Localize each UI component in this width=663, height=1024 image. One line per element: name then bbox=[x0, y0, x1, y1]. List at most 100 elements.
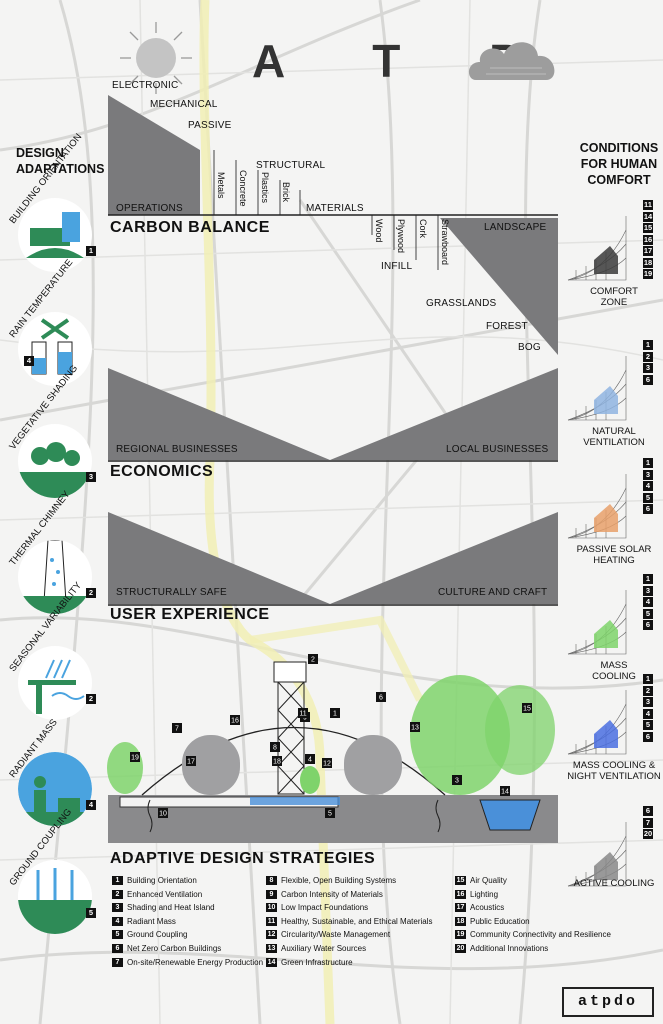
svg-text:8: 8 bbox=[273, 745, 277, 752]
comfort-badge: 16 bbox=[643, 234, 653, 245]
label-structural: STRUCTURAL bbox=[256, 160, 326, 171]
structural-wedge bbox=[108, 512, 330, 604]
section-badge: 19 bbox=[130, 752, 140, 762]
comfort-badge: 11 bbox=[643, 200, 653, 210]
label-regional: REGIONAL BUSINESSES bbox=[116, 444, 238, 455]
svg-text:3: 3 bbox=[455, 778, 459, 785]
strategy-number: 19 bbox=[455, 930, 466, 940]
comfort-caption-line1: NATURAL bbox=[592, 426, 636, 437]
label-brick: Brick bbox=[281, 182, 291, 202]
strategy-number: 1 bbox=[112, 876, 123, 885]
svg-text:13: 13 bbox=[411, 725, 419, 732]
section-badge: 4 bbox=[305, 754, 315, 764]
comfort-badge: 5 bbox=[643, 492, 653, 503]
comfort-badge: 4 bbox=[643, 481, 653, 491]
strategy-list-col2: 8 Flexible, Open Building Systems 9 Carbon … bbox=[266, 876, 433, 971]
comfort-badge: 6 bbox=[643, 620, 653, 630]
strategy-item: 9 Carbon Intensity of Materials bbox=[266, 889, 433, 904]
strategy-number: 4 bbox=[112, 916, 123, 926]
strategy-number: 13 bbox=[266, 943, 277, 953]
carbon-balance-diagram bbox=[108, 95, 558, 355]
adaptation-badge: 2 bbox=[86, 588, 96, 598]
label-culture-craft: CULTURE AND CRAFT bbox=[438, 587, 548, 598]
atpdo-logo: atpdo bbox=[562, 987, 654, 1017]
comfort-badge: 6 bbox=[643, 504, 653, 514]
section-badge: 6 bbox=[376, 692, 386, 702]
strategy-text: Auxiliary Water Sources bbox=[281, 943, 367, 953]
section-badge: 8 bbox=[270, 742, 280, 752]
comfort-badge: 20 bbox=[643, 829, 653, 839]
cloud-icon bbox=[468, 42, 555, 80]
section-adaptive-strategies: ADAPTIVE DESIGN STRATEGIES bbox=[110, 850, 376, 867]
section-badge: 18 bbox=[272, 756, 282, 766]
strategy-text: Flexible, Open Building Systems bbox=[281, 876, 397, 885]
comfort-badge: 5 bbox=[643, 608, 653, 619]
vegetation bbox=[107, 675, 555, 795]
svg-text:5: 5 bbox=[328, 811, 332, 818]
svg-text:19: 19 bbox=[131, 755, 139, 762]
landscape-wedge bbox=[440, 218, 558, 355]
label-operations: OPERATIONS bbox=[116, 203, 183, 214]
strategy-text: Net Zero Carbon Buildings bbox=[127, 943, 222, 953]
comfort-caption: ACTIVE COOLING bbox=[566, 878, 662, 889]
section-user-experience: USER EXPERIENCE bbox=[110, 606, 270, 623]
strategy-text: Healthy, Sustainable, and Ethical Materi… bbox=[281, 916, 433, 926]
comfort-chart bbox=[567, 590, 627, 655]
comfort-chart bbox=[567, 690, 627, 755]
comfort-caption-line2: COOLING bbox=[592, 671, 636, 682]
strategy-text: Carbon Intensity of Materials bbox=[281, 889, 383, 899]
svg-text:7: 7 bbox=[175, 726, 179, 733]
right-heading-line3: COMFORT bbox=[587, 173, 651, 187]
strategy-number: 6 bbox=[112, 943, 123, 953]
comfort-badge: 3 bbox=[643, 363, 653, 373]
label-plastics: Plastics bbox=[260, 172, 270, 204]
adaptation-badge: 4 bbox=[24, 356, 34, 366]
comfort-badge: 1 bbox=[643, 674, 653, 684]
section-badge: 16 bbox=[230, 715, 240, 725]
section-badge: 3 bbox=[452, 775, 462, 785]
comfort-caption-line1: COMFORT bbox=[590, 286, 638, 297]
strategy-text: Low Impact Foundations bbox=[281, 903, 369, 913]
comfort-badge: 15 bbox=[643, 223, 653, 233]
section-badge: 11 bbox=[298, 708, 308, 718]
label-forest: FOREST bbox=[486, 321, 528, 332]
building-section-drawing: 12345678910111213141516171819 bbox=[107, 654, 558, 843]
comfort-badge: 3 bbox=[643, 585, 653, 596]
strategy-number: 9 bbox=[266, 889, 277, 899]
materials-bars bbox=[213, 150, 439, 270]
strategy-item: 13 Auxiliary Water Sources bbox=[266, 943, 433, 958]
label-landscape: LANDSCAPE bbox=[484, 222, 547, 233]
svg-text:12: 12 bbox=[323, 761, 331, 768]
strategy-number: 8 bbox=[266, 876, 277, 885]
comfort-chart bbox=[567, 474, 627, 539]
adaptation-icon bbox=[18, 312, 92, 386]
svg-text:15: 15 bbox=[523, 706, 531, 713]
svg-text:14: 14 bbox=[501, 789, 509, 796]
comfort-badge: 5 bbox=[643, 720, 653, 730]
svg-text:17: 17 bbox=[187, 759, 195, 766]
comfort-badge: 3 bbox=[643, 697, 653, 707]
comfort-chart bbox=[567, 216, 627, 281]
strategy-number: 16 bbox=[455, 889, 466, 899]
svg-text:6: 6 bbox=[379, 695, 383, 702]
svg-text:11: 11 bbox=[299, 711, 306, 718]
left-panel-heading: DESIGN ADAPTATIONS bbox=[16, 145, 104, 177]
section-badge: 1 bbox=[330, 708, 340, 718]
comfort-caption-line2: NIGHT VENTILATION bbox=[567, 771, 661, 782]
section-badge: 5 bbox=[325, 808, 335, 818]
comfort-badge: 17 bbox=[643, 246, 653, 256]
section-badge: 15 bbox=[522, 703, 532, 713]
section-badges: 12345678910111213141516171819 bbox=[130, 654, 532, 818]
